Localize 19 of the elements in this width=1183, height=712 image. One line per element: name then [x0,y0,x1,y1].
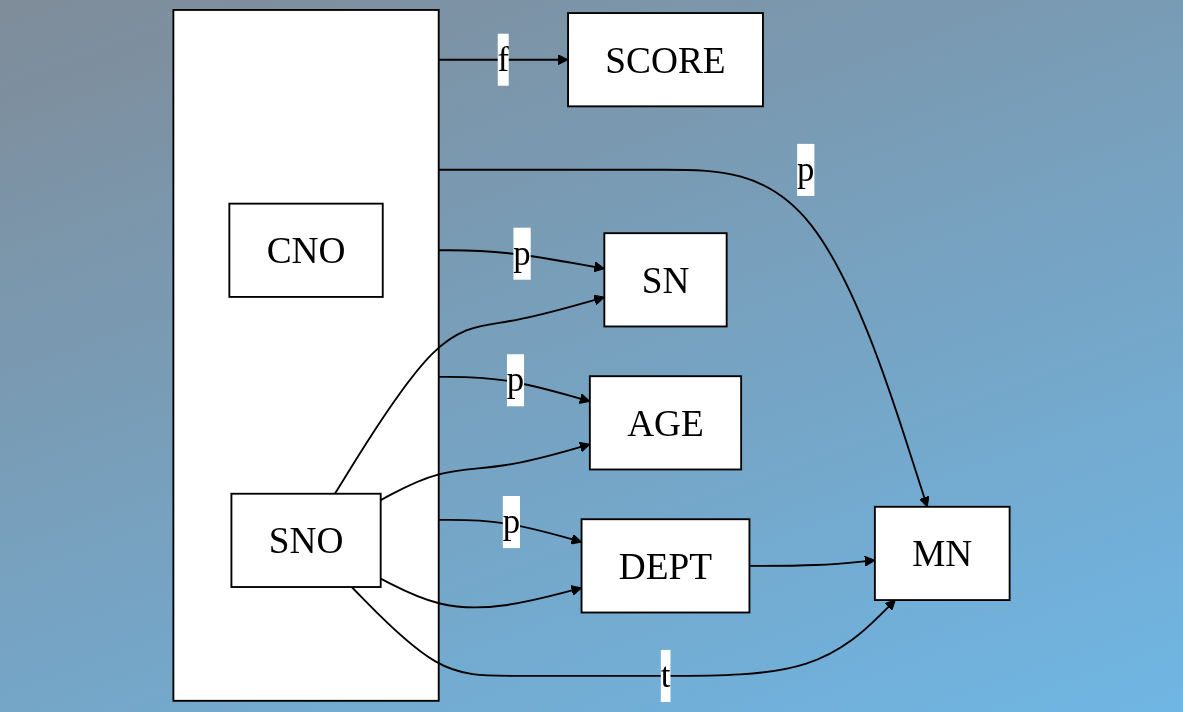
node-box: DEPT [580,518,751,614]
edge-label: t [660,656,671,695]
node-box: CNO [228,202,384,298]
node-box: SN [603,232,728,328]
arrow [437,54,569,66]
arrow [350,586,896,677]
edge-label: p [513,233,531,273]
node-box: AGE [588,375,743,471]
node-box: SCORE [567,12,764,108]
arrow [437,249,605,273]
node-box: MN [873,505,1011,601]
node-box: SNO [230,492,382,588]
edge-label: f [497,39,510,79]
edge-label: p [797,149,815,189]
edge-label: p [506,360,525,399]
arrow [437,168,930,508]
edge-label: p [502,502,521,541]
arrow [333,294,605,495]
cluster [172,9,440,702]
